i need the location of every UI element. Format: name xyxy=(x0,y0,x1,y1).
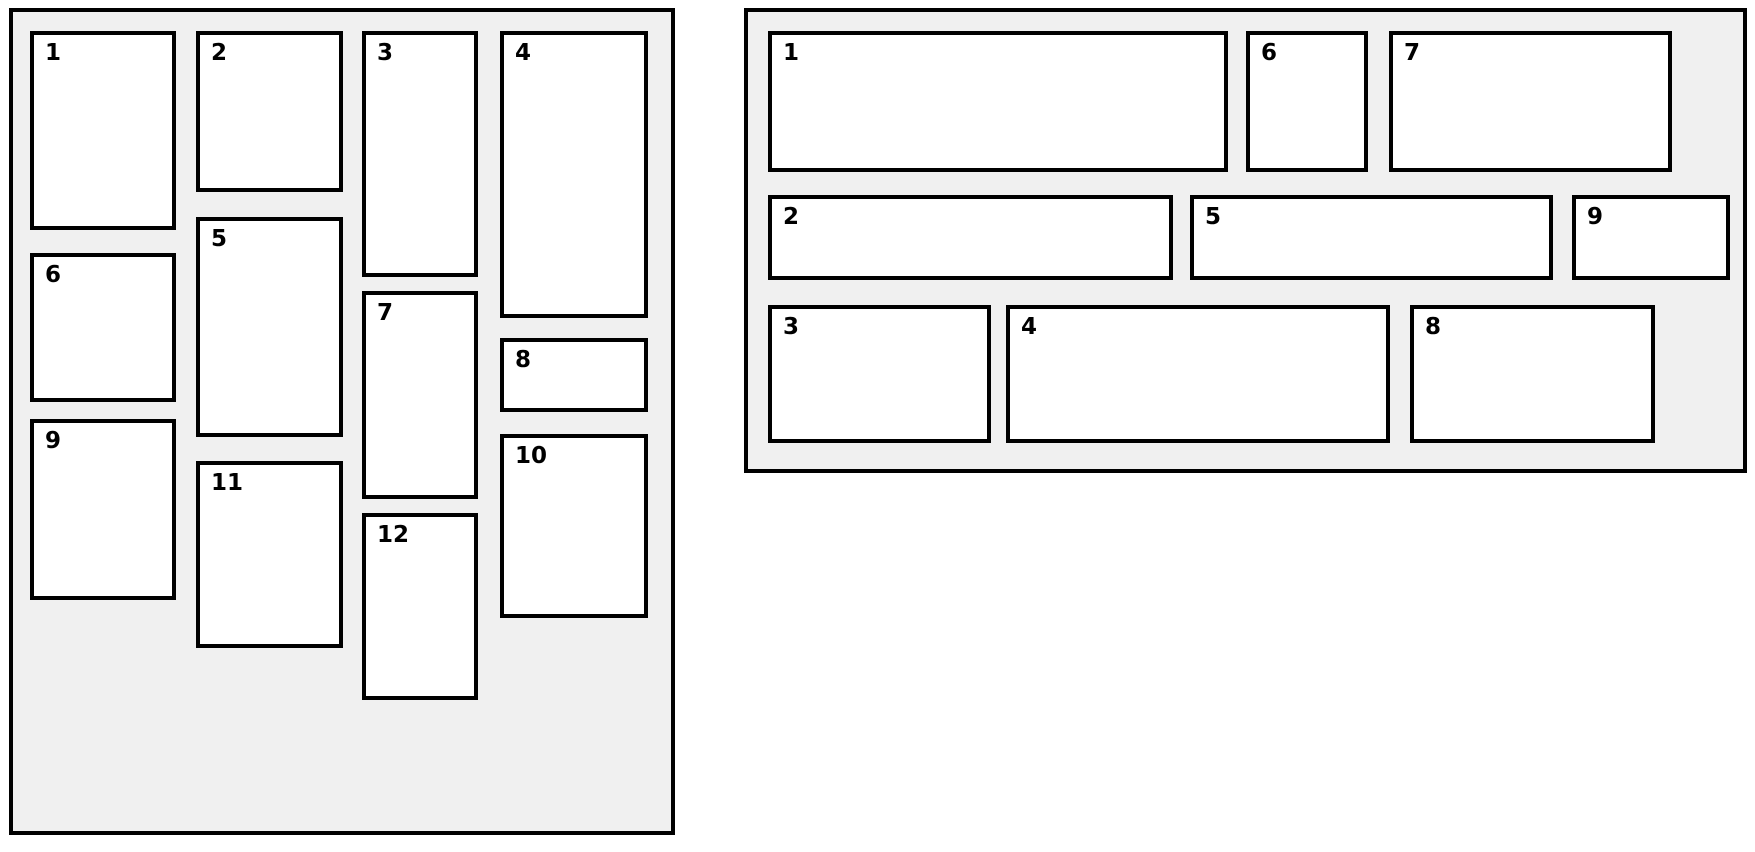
box-number-label: 3 xyxy=(783,314,800,340)
box-number-label: 11 xyxy=(211,470,244,496)
box-number-label: 6 xyxy=(1261,40,1278,66)
box-number-label: 1 xyxy=(45,40,62,66)
box-number-label: 9 xyxy=(45,428,62,454)
layout-box[interactable]: 3 xyxy=(362,31,478,277)
layout-box[interactable]: 10 xyxy=(500,434,648,618)
layout-box[interactable]: 12 xyxy=(362,513,478,700)
layout-box[interactable]: 4 xyxy=(500,31,648,318)
box-number-label: 3 xyxy=(377,40,394,66)
layout-box[interactable]: 4 xyxy=(1006,305,1390,443)
layout-box[interactable]: 6 xyxy=(30,253,176,402)
box-number-label: 7 xyxy=(377,300,394,326)
box-number-label: 8 xyxy=(515,347,532,373)
layout-box[interactable]: 9 xyxy=(30,419,176,600)
layout-box[interactable]: 8 xyxy=(1410,305,1655,443)
layout-box[interactable]: 7 xyxy=(1389,31,1672,172)
layout-box[interactable]: 5 xyxy=(1190,195,1553,280)
layout-box[interactable]: 9 xyxy=(1572,195,1730,280)
layout-box[interactable]: 8 xyxy=(500,338,648,412)
box-number-label: 5 xyxy=(1205,204,1222,230)
box-number-label: 10 xyxy=(515,443,548,469)
box-number-label: 5 xyxy=(211,226,228,252)
box-number-label: 7 xyxy=(1404,40,1421,66)
box-number-label: 4 xyxy=(1021,314,1038,340)
layout-box[interactable]: 2 xyxy=(768,195,1173,280)
box-number-label: 2 xyxy=(783,204,800,230)
layout-box[interactable]: 5 xyxy=(196,217,343,437)
layout-box[interactable]: 1 xyxy=(768,31,1228,172)
box-number-label: 4 xyxy=(515,40,532,66)
box-number-label: 12 xyxy=(377,522,410,548)
layout-box[interactable]: 2 xyxy=(196,31,343,192)
box-number-label: 6 xyxy=(45,262,62,288)
box-number-label: 8 xyxy=(1425,314,1442,340)
layout-box[interactable]: 6 xyxy=(1246,31,1368,172)
layout-box[interactable]: 3 xyxy=(768,305,991,443)
box-number-label: 2 xyxy=(211,40,228,66)
layout-box[interactable]: 1 xyxy=(30,31,176,230)
layout-box[interactable]: 11 xyxy=(196,461,343,648)
right-panel: 1 6 7 2 5 9 3 4 8 xyxy=(744,8,1747,473)
box-number-label: 9 xyxy=(1587,204,1604,230)
box-number-label: 1 xyxy=(783,40,800,66)
layout-box[interactable]: 7 xyxy=(362,291,478,499)
